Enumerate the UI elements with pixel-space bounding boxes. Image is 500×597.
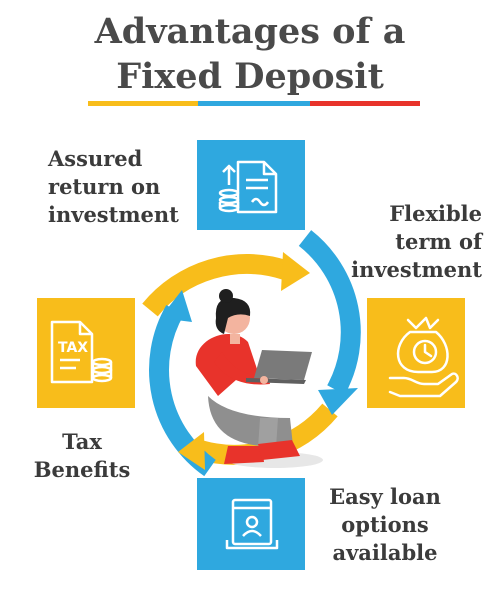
arrow-head-right	[318, 388, 358, 415]
advantage-easy-loan: Easy loan options available	[320, 483, 450, 567]
document-coins-icon	[218, 160, 278, 214]
arrow-head-bottom	[178, 432, 205, 470]
left-arm	[37, 298, 135, 408]
right-arm	[367, 298, 465, 408]
bottom-arm	[197, 478, 305, 570]
top-arm	[197, 140, 305, 230]
title-underline-yellow	[88, 101, 198, 106]
browser-profile-icon	[225, 498, 279, 550]
title-underline-blue	[198, 101, 310, 106]
advantage-tax-benefits: Tax Benefits	[32, 428, 132, 484]
advantage-flexible-term: Flexible term of investment	[342, 200, 482, 284]
advantage-easy-loan-line-3: available	[332, 540, 438, 565]
advantage-easy-loan-line-1: Easy loan	[329, 484, 441, 509]
advantage-flexible-term-line-1: Flexible	[389, 201, 482, 226]
advantage-flexible-term-line-3: investment	[351, 257, 482, 282]
title-line-2: Fixed Deposit	[116, 56, 384, 97]
money-bag-clock-hand-icon	[388, 316, 459, 398]
advantage-easy-loan-line-2: options	[341, 512, 429, 537]
woman-with-laptop-illustration	[195, 289, 323, 468]
advantage-assured-return: Assured return on investment	[48, 145, 179, 229]
title-underline-red	[310, 101, 420, 106]
tax-icon-text: TAX	[58, 340, 88, 356]
advantage-assured-return-line-1: Assured	[48, 146, 143, 171]
tax-document-coins-icon	[50, 320, 113, 384]
advantage-tax-benefits-line-1: Tax	[62, 429, 102, 454]
cycle-arrow-top	[142, 254, 289, 317]
arrow-head-top	[281, 252, 310, 291]
cycle-arrow-right	[298, 230, 361, 395]
title-line-1: Advantages of a	[94, 11, 406, 52]
advantage-flexible-term-line-2: term of	[395, 229, 482, 254]
advantage-assured-return-line-3: investment	[48, 202, 179, 227]
advantage-tax-benefits-line-2: Benefits	[33, 457, 131, 482]
advantage-assured-return-line-2: return on	[48, 174, 161, 199]
arrow-head-left	[160, 290, 192, 322]
